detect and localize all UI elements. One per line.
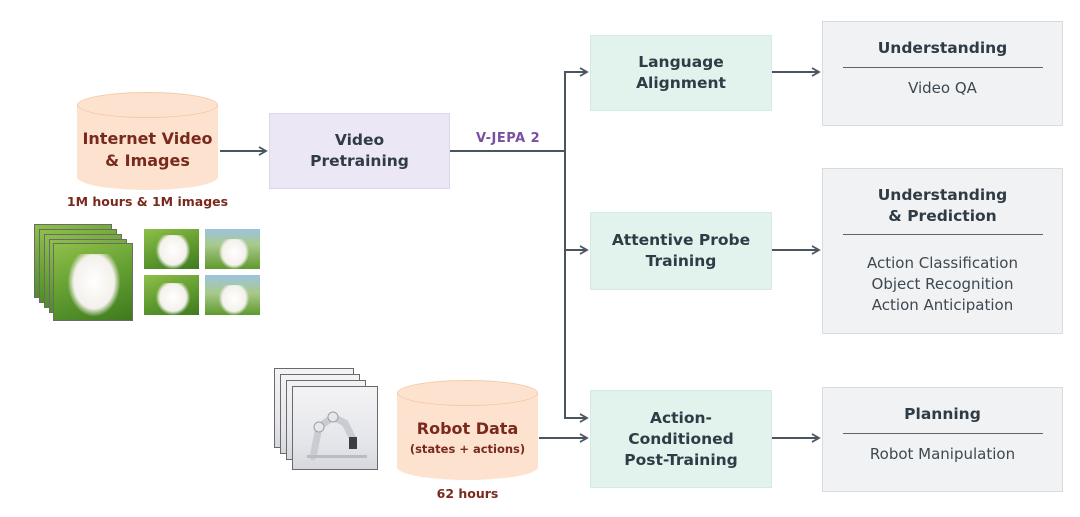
stage-language-alignment: Language Alignment: [590, 35, 772, 111]
outcome-planning: Planning Robot Manipulation: [822, 387, 1063, 492]
robot-data-subtitle: (states + actions): [409, 442, 526, 456]
stage-attentive-probe-training: Attentive Probe Training: [590, 212, 772, 290]
robot-data-cylinder: Robot Data (states + actions): [397, 380, 538, 480]
robot-data-title: Robot Data: [416, 419, 519, 438]
stage-label-line2: Conditioned: [628, 429, 734, 448]
outcome-heading-line2: & Prediction: [888, 207, 997, 225]
internet-data-title-line1: Internet Video: [82, 129, 213, 148]
outcome-heading: Planning: [904, 405, 981, 423]
stage-label-line1: Attentive Probe: [611, 231, 751, 249]
outcome-item: Object Recognition: [871, 275, 1014, 293]
outcome-divider: [842, 234, 1043, 235]
robot-arm-icon: [307, 411, 367, 461]
stage-label-line3: Post-Training: [624, 450, 738, 469]
model-label-vjepa2: V-JEPA 2: [476, 131, 541, 146]
outcome-item: Action Anticipation: [871, 296, 1014, 314]
outcome-item: Action Classification: [867, 254, 1018, 272]
outcome-heading: Understanding: [877, 39, 1008, 57]
outcome-item: Robot Manipulation: [869, 445, 1016, 463]
internet-data-title-line2: & Images: [105, 151, 190, 170]
outcome-understanding: Understanding Video QA: [822, 21, 1063, 126]
pretraining-label-line1: Video: [334, 131, 385, 149]
robot-data-caption: 62 hours: [436, 486, 499, 501]
stage-label-line2: Alignment: [636, 74, 726, 92]
outcome-understanding-prediction: Understanding & Prediction Action Classi…: [822, 168, 1063, 334]
internet-data-caption: 1M hours & 1M images: [66, 194, 229, 209]
pretraining-label-line2: Pretraining: [310, 152, 409, 170]
stage-label-line1: Language: [638, 53, 724, 71]
video-pretraining-box: Video Pretraining: [269, 113, 450, 189]
outcome-heading-line1: Understanding: [877, 186, 1008, 204]
outcome-divider: [842, 433, 1043, 434]
internet-data-cylinder: Internet Video & Images: [77, 92, 218, 190]
stage-action-conditioned-post-training: Action- Conditioned Post-Training: [590, 390, 772, 488]
stage-label-line2: Training: [645, 252, 717, 270]
stage-label-line1: Action-: [649, 408, 712, 427]
outcome-divider: [842, 67, 1043, 68]
outcome-item: Video QA: [908, 79, 977, 97]
